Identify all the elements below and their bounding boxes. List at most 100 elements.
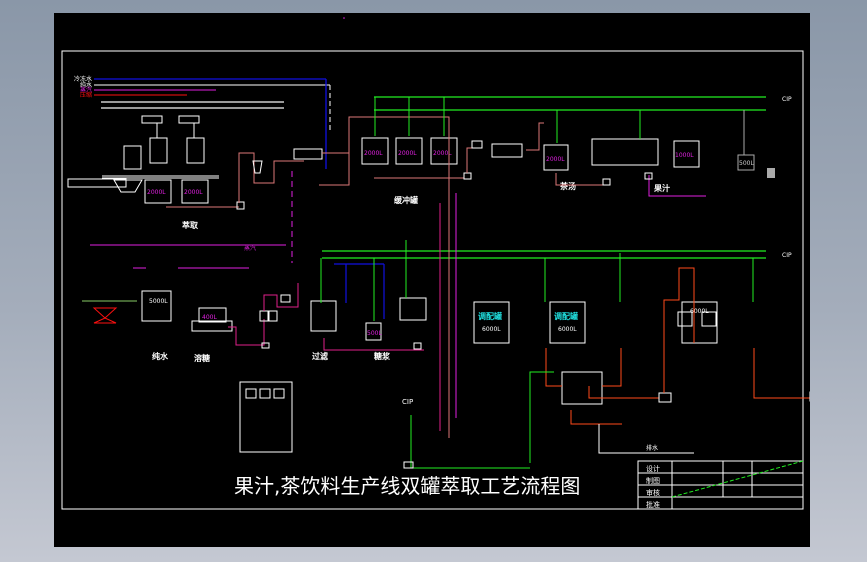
filter-outlet-pipe: [263, 283, 299, 311]
legend-chilled-water: 冷冻水: [74, 75, 92, 83]
extractor-1-volume: 2000L: [147, 189, 166, 196]
sugar-pot-base: [191, 320, 233, 332]
filter-29: [280, 294, 291, 303]
pump-12: [463, 172, 472, 180]
cip-out-top: CIP: [782, 96, 792, 103]
mixing-tank-1: [473, 301, 510, 344]
hoist-1: [141, 115, 163, 124]
twin-filter-1: [677, 311, 693, 327]
legend-steam: 蒸汽: [80, 86, 92, 94]
buffer-3-volume: 2000L: [433, 150, 452, 157]
control-cabinet: [239, 381, 293, 453]
cip-station-16: [591, 138, 659, 166]
label-syrup-tank: 糖浆: [374, 351, 391, 361]
buffer-tanks-section: 2000L 2000L 2000L 缓冲罐: [348, 96, 766, 205]
syrup-outlet-header: [323, 338, 424, 351]
label-pure-water: 纯水: [152, 351, 169, 361]
drawing-frame: [61, 50, 804, 510]
title-block: 设计 制图 审核 批准: [637, 460, 804, 510]
label-juice: 果汁: [653, 183, 670, 193]
label-sugar-dissolving: 溶糖: [194, 353, 210, 363]
extractor-2: [181, 179, 209, 204]
manifold-to-pump: [588, 386, 659, 399]
sterilizer-outlet: [526, 122, 544, 151]
sterilizer-13: [491, 143, 523, 158]
conveyor-01: [67, 178, 127, 188]
extract-transfer-pipe: [238, 152, 304, 203]
label-drain: 排水: [646, 444, 658, 452]
tea-tank-volume: 2000L: [546, 156, 565, 163]
buffer-tank-2: [395, 137, 423, 165]
motor-box: [767, 168, 775, 178]
syrup-transfer-pipe: [228, 319, 265, 346]
mix2-outlet: [602, 348, 622, 387]
filter-housing: [471, 140, 483, 149]
hopper-02-cone: [113, 179, 143, 193]
filter-syrup-section: 过滤 500L 糖浆: [310, 240, 766, 361]
storage-tank: [681, 301, 718, 344]
basket-1: [149, 137, 168, 164]
label-extraction: 萃取: [182, 220, 198, 230]
label-filter-tank: 过滤: [312, 351, 328, 361]
valve-manifold-35: [561, 371, 603, 405]
mixing-tank-2-name: 调配罐: [554, 311, 578, 321]
storage-tank-volume: 6000L: [690, 308, 709, 315]
buffer-tank-3: [430, 137, 458, 165]
tb-diagonal: [671, 460, 804, 498]
hoist-2: [178, 115, 200, 124]
label-steam: 蒸汽: [244, 244, 256, 252]
pump-27: [261, 342, 270, 349]
mixing-tank-1-name: 调配罐: [478, 311, 502, 321]
syrup-tank-31: [365, 322, 382, 341]
water-treatment-22b: [93, 317, 117, 324]
buffer-2-volume: 2000L: [398, 150, 417, 157]
drain-line: [598, 424, 694, 454]
extractor-1: [144, 179, 172, 204]
water-treatment-22: [92, 307, 118, 319]
control-cabinet-46: [239, 381, 293, 453]
buffer-tank-1: [361, 137, 389, 165]
tb-drawn: 制图: [646, 476, 660, 485]
pure-water-tank-volume: 5000L: [149, 298, 168, 305]
tb-approved: 批准: [646, 500, 660, 509]
small-tank-volume: 500L: [739, 160, 754, 167]
twin-filter-2: [701, 311, 717, 327]
legend-pure-water: 纯水: [80, 81, 92, 89]
syrup-tank-volume: 500L: [367, 330, 382, 337]
mixing-tank-1-volume: 6000L: [482, 326, 501, 333]
sugar-pot-volume: 400L: [202, 314, 217, 321]
juice-tank-volume: 1000L: [675, 152, 694, 159]
pump-12-outlet: [466, 147, 479, 173]
tea-to-pump-15: [555, 173, 603, 186]
pump-07: [236, 201, 245, 210]
cip-unit: CIP: [402, 398, 530, 469]
tb-checked: 审核: [646, 488, 660, 497]
pump-transfer: [658, 392, 672, 403]
drawing-title: 果汁,茶饮料生产线双罐萃取工艺流程图: [234, 474, 580, 498]
label-buffer-tanks: 缓冲罐: [394, 195, 418, 205]
hopper-02-body: [123, 145, 142, 170]
cabinet-display-1: [245, 388, 257, 399]
water-sugar-section: 5000L 纯水 400L 溶糖: [82, 283, 299, 363]
filter-09: [252, 160, 263, 174]
pump-32: [413, 342, 422, 350]
filter-tank-30: [310, 300, 337, 332]
mixing-tank-2-volume: 6000L: [558, 326, 577, 333]
cabinet-display-3: [273, 388, 285, 399]
tea-juice-section: 2000L 茶汤 果汁 1000L 500L CIP: [543, 96, 792, 197]
tb-design: 设计: [646, 464, 660, 473]
process-flow-diagram: 冷冻水 纯水 蒸汽 压缩 2000L 2000L 萃: [61, 17, 810, 510]
small-tank-21: [737, 154, 755, 171]
hx-outlet-pipe: [319, 152, 350, 186]
mixing-section: 调配罐 6000L 调配罐 6000L 6000L 排水 CIP: [439, 123, 810, 463]
buffer-1-volume: 2000L: [364, 150, 383, 157]
sugar-pot-25: [198, 307, 227, 323]
utility-legend: 冷冻水 纯水 蒸汽 压缩: [74, 75, 331, 169]
cad-drawing-canvas: 冷冻水 纯水 蒸汽 压缩 2000L 2000L 萃: [54, 13, 810, 547]
basket-2: [186, 137, 205, 164]
mixing-tank-2: [549, 301, 586, 344]
cip-out-mid: CIP: [782, 252, 792, 259]
extractor-2-volume: 2000L: [184, 189, 203, 196]
pump-17: [644, 172, 653, 180]
manifold-branch-header: [570, 410, 622, 425]
